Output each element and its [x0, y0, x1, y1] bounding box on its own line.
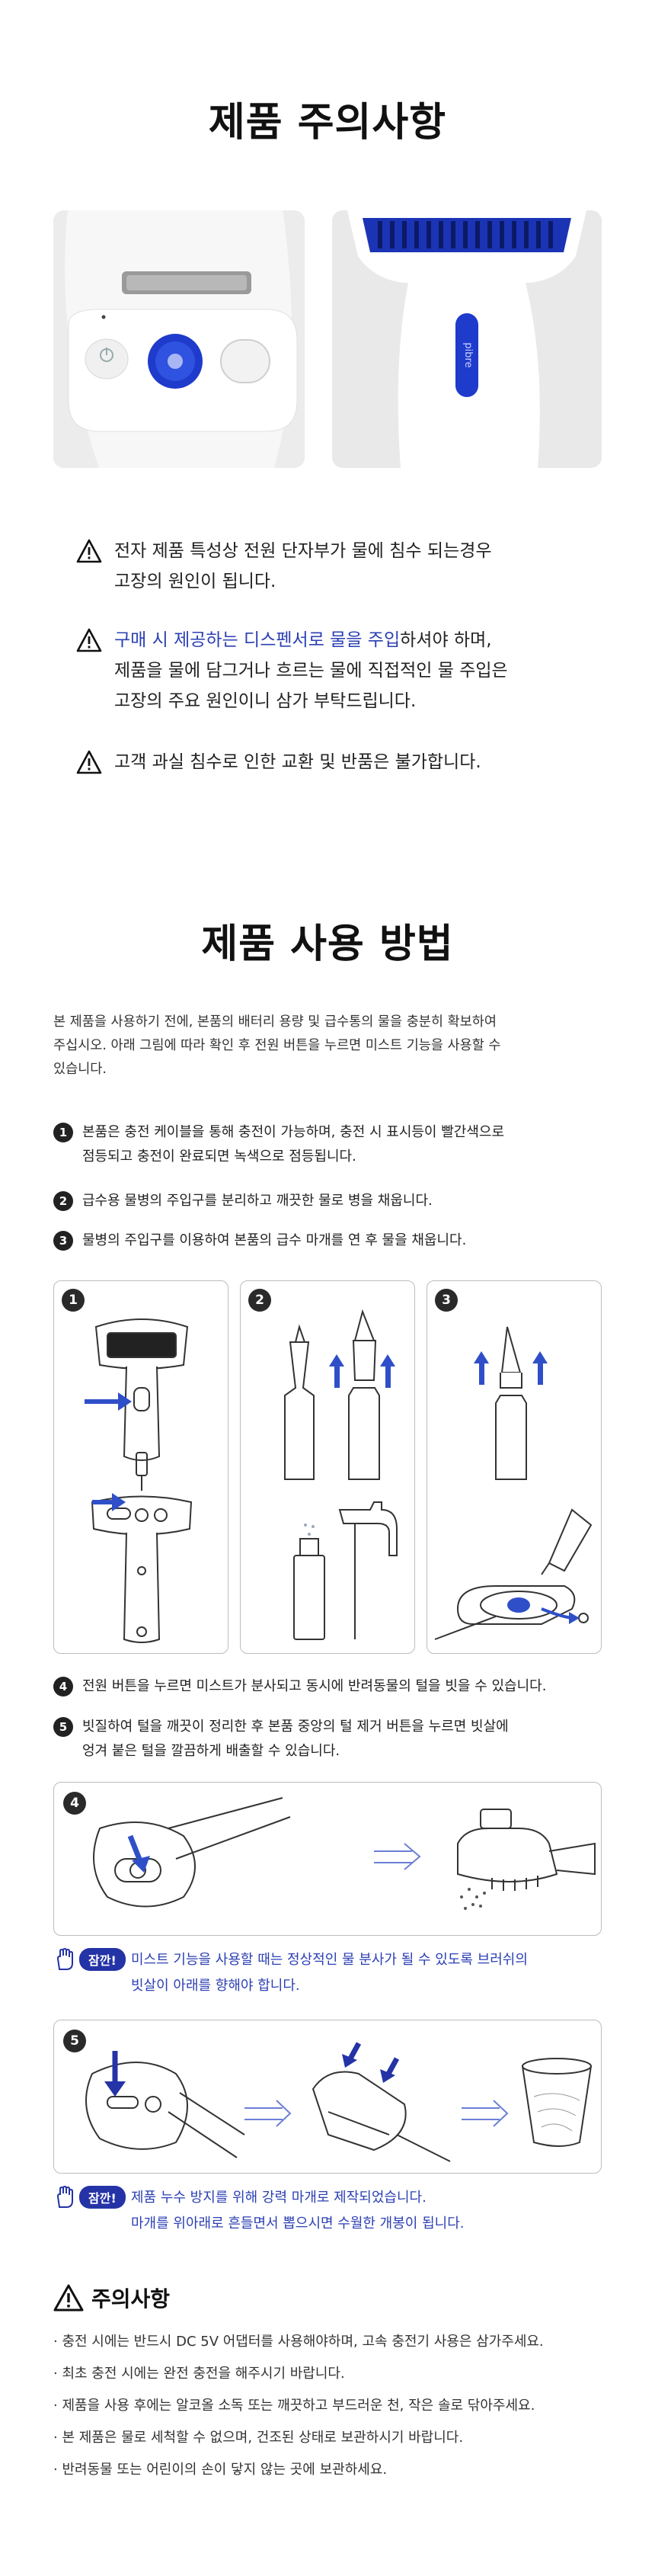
usage-intro: 본 제품을 사용하기 전에, 본품의 배터리 용량 및 급수통의 물을 충분히 …: [53, 1011, 602, 1081]
tip-badge-1: 잠깐!: [53, 1948, 126, 1971]
illustration-panel-5: 5: [53, 2020, 602, 2174]
illustration-panel-3: 3: [427, 1280, 602, 1654]
hand-stop-icon: [56, 1948, 73, 1970]
panel-number: 1: [62, 1289, 85, 1312]
caution-title: 주의사항: [91, 2286, 171, 2312]
illustration-panel-4: 4: [53, 1782, 602, 1936]
tip-text-line: 미스트 기능을 사용할 때는 정상적인 물 분사가 될 수 있도록 브러쉬의: [131, 1952, 528, 1968]
bottle-filling-illustration: [284, 1309, 398, 1640]
caution-item: · 충전 시에는 반드시 DC 5V 어댑터를 사용해야하며, 고속 충전기 사…: [53, 2334, 544, 2350]
tip-text-line: 마개를 위아래로 흔들면서 뽑으시면 수월한 개봉이 됩니다.: [131, 2216, 465, 2232]
tip-label: 잠깐!: [79, 1948, 126, 1971]
warning-triangle-icon: [76, 539, 102, 563]
step-text-line: 본품은 충전 케이블을 통해 충전이 가능하며, 충전 시 표시등이 빨간색으로: [82, 1124, 505, 1140]
panel-number: 4: [63, 1792, 86, 1815]
panel-number: 3: [435, 1289, 458, 1312]
tip-label: 잠깐!: [79, 2186, 126, 2209]
warning-triangle-icon: [76, 750, 102, 774]
hair-removal-illustration: [85, 2042, 593, 2162]
step-text-line: 엉겨 붙은 털을 깔끔하게 배출할 수 있습니다.: [82, 1743, 340, 1759]
step-number: 3: [53, 1231, 73, 1251]
warning-text-line: 고장의 원인이 됩니다.: [114, 572, 276, 591]
step-number: 4: [53, 1677, 73, 1697]
intro-line: 있습니다.: [53, 1062, 107, 1077]
step-number: 2: [53, 1191, 73, 1211]
product-photo-brush: pibre: [332, 210, 602, 468]
warning-highlight: 구매 시 제공하는 디스펜서로 물을 주입: [114, 630, 401, 650]
warning-text-fragment: 하셔야 하며,: [400, 630, 492, 650]
brand-logo: pibre: [462, 342, 474, 367]
warning-text-line: 전자 제품 특성상 전원 단자부가 물에 침수 되는경우: [114, 541, 492, 561]
caution-item: · 본 제품은 물로 세척할 수 없으며, 건조된 상태로 보관하시기 바랍니다…: [53, 2430, 464, 2446]
panel-number: 5: [63, 2030, 86, 2052]
illustration-panel-2: 2: [240, 1280, 415, 1654]
product-photo-buttons: [53, 210, 305, 468]
warning-triangle-icon: [53, 2284, 84, 2312]
section-title-precautions: 제품 주의사항: [208, 100, 447, 146]
section-title-usage: 제품 사용 방법: [201, 921, 454, 967]
intro-line: 본 제품을 사용하기 전에, 본품의 배터리 용량 및 급수통의 물을 충분히 …: [53, 1014, 497, 1030]
warning-text-line: 고장의 주요 원인이니 삼가 부탁드립니다.: [114, 691, 417, 711]
step-text-line: 전원 버튼을 누르면 미스트가 분사되고 동시에 반려동물의 털을 빗을 수 있…: [82, 1678, 547, 1694]
caution-item: · 제품을 사용 후에는 알코올 소독 또는 깨끗하고 부드러운 천, 작은 솔…: [53, 2398, 535, 2414]
charging-illustration: [85, 1318, 193, 1643]
water-inject-illustration: [434, 1326, 593, 1640]
step-number: 1: [53, 1123, 73, 1142]
warning-text-line: 제품을 물에 담그거나 흐르는 물에 직접적인 물 주입은: [114, 661, 508, 681]
step-text-line: 물병의 주입구를 이용하여 본품의 급수 마개를 연 후 물을 채웁니다.: [82, 1232, 467, 1248]
warning-text-line: 구매 시 제공하는 디스펜서로 물을 주입하셔야 하며,: [114, 625, 492, 655]
caution-item: · 최초 충전 시에는 완전 충전을 해주시기 바랍니다.: [53, 2366, 345, 2382]
warning-text-line: 고객 과실 침수로 인한 교환 및 반품은 불가합니다.: [114, 752, 481, 772]
tip-text-line: 제품 누수 방지를 위해 강력 마개로 제작되었습니다.: [131, 2190, 427, 2206]
step-number: 5: [53, 1717, 73, 1737]
tip-text-line: 빗살이 아래를 향해야 합니다.: [131, 1978, 300, 1994]
hand-stop-icon: [56, 2186, 73, 2208]
mist-spray-illustration: [93, 1797, 596, 1910]
tip-badge-2: 잠깐!: [53, 2186, 126, 2209]
step-text-line: 점등되고 충전이 완료되면 녹색으로 점등됩니다.: [82, 1149, 356, 1165]
illustration-panel-1: 1: [53, 1280, 228, 1654]
caution-item: · 반려동물 또는 어린이의 손이 닿지 않는 곳에 보관하세요.: [53, 2462, 388, 2478]
step-text-line: 급수용 물병의 주입구를 분리하고 깨끗한 물로 병을 채웁니다.: [82, 1193, 433, 1209]
panel-number: 2: [248, 1289, 271, 1312]
intro-line: 주십시오. 아래 그림에 따라 확인 후 전원 버튼을 누르면 미스트 기능을 …: [53, 1038, 501, 1053]
step-text-line: 빗질하여 털을 깨끗이 정리한 후 본품 중앙의 털 제거 버튼을 누르면 빗살…: [82, 1719, 509, 1735]
warning-triangle-icon: [76, 628, 102, 652]
